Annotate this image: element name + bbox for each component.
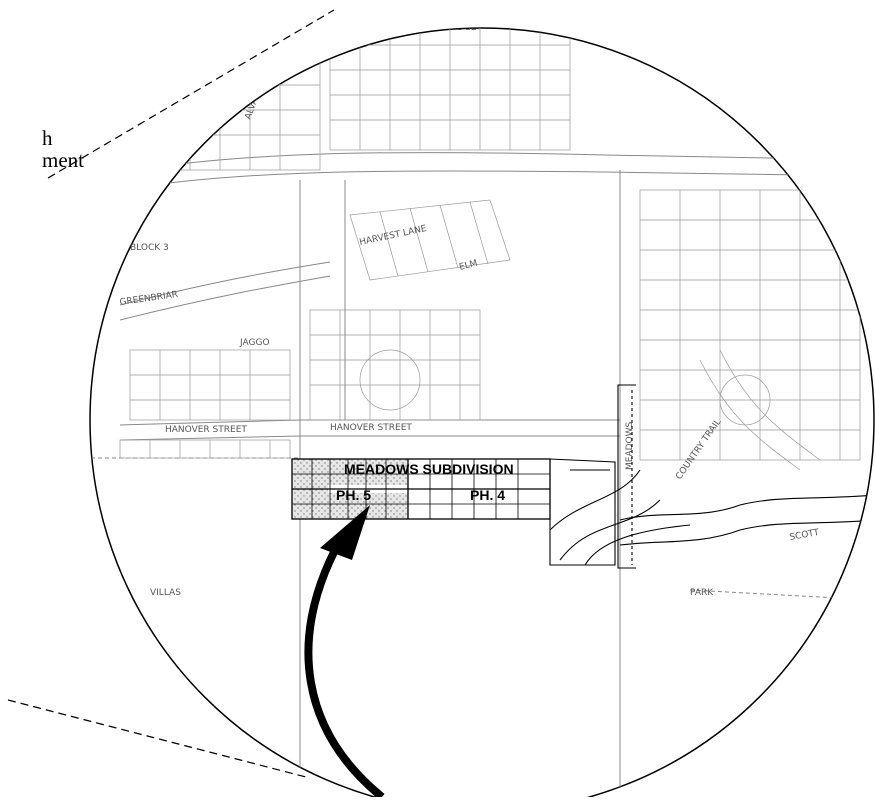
faint-label: HANOVER STREET <box>165 425 247 435</box>
faint-label: JEFFERSON <box>39 323 90 333</box>
phase-5-label: PH. 5 <box>336 487 371 503</box>
road-hanover-w <box>119 419 301 426</box>
phase5-shaded-bottom <box>328 493 408 519</box>
east-curve-1 <box>549 469 641 531</box>
subdivision-lots <box>292 459 550 519</box>
road-hanover-w-2 <box>119 435 301 441</box>
subdivision-plan <box>291 384 874 569</box>
east-curve-3 <box>584 524 691 566</box>
road-greenbriar <box>119 261 331 306</box>
faint-label: HANOVER STREET <box>330 423 412 433</box>
callout-lines <box>7 9 335 779</box>
phase-4-label: PH. 4 <box>470 487 505 503</box>
pointer-arrow-icon <box>304 505 385 801</box>
faint-label: ELM <box>458 258 478 272</box>
faint-label: TRAIL RIDGE <box>419 23 477 33</box>
east-road-2 <box>619 519 874 546</box>
faint-label: JAGGO <box>239 338 270 348</box>
subdivision-title: MEADOWS SUBDIVISION <box>344 461 514 477</box>
lot-grid-west-lower <box>119 349 291 459</box>
callout-line-top <box>47 9 335 179</box>
subdivision-east <box>549 384 874 569</box>
lot-grid-middle <box>309 309 481 421</box>
lot-grid-east <box>639 189 861 471</box>
lot-grid-mid-upper <box>349 199 511 281</box>
map-circle-frame <box>89 27 875 802</box>
phase5-shaded-top <box>328 459 408 485</box>
callout-label-line2: ment <box>42 148 84 172</box>
faint-label: PARK <box>690 588 714 598</box>
road-greenbriar-2 <box>119 275 331 321</box>
east-road-1 <box>619 494 874 521</box>
map-content: ALVAREZ HARVEST LANE COUNTRY TRAIL SCOTT… <box>39 23 874 797</box>
callout-label-line1: h <box>42 126 53 150</box>
east-block <box>549 458 616 566</box>
faint-label: BLOCK 3 <box>130 243 169 253</box>
east-bracket <box>617 384 636 569</box>
east-curve-2 <box>559 499 661 561</box>
lot-grids <box>99 28 861 471</box>
faint-label: VILLAS <box>150 588 181 598</box>
faint-label: MEADOWS <box>625 421 635 470</box>
